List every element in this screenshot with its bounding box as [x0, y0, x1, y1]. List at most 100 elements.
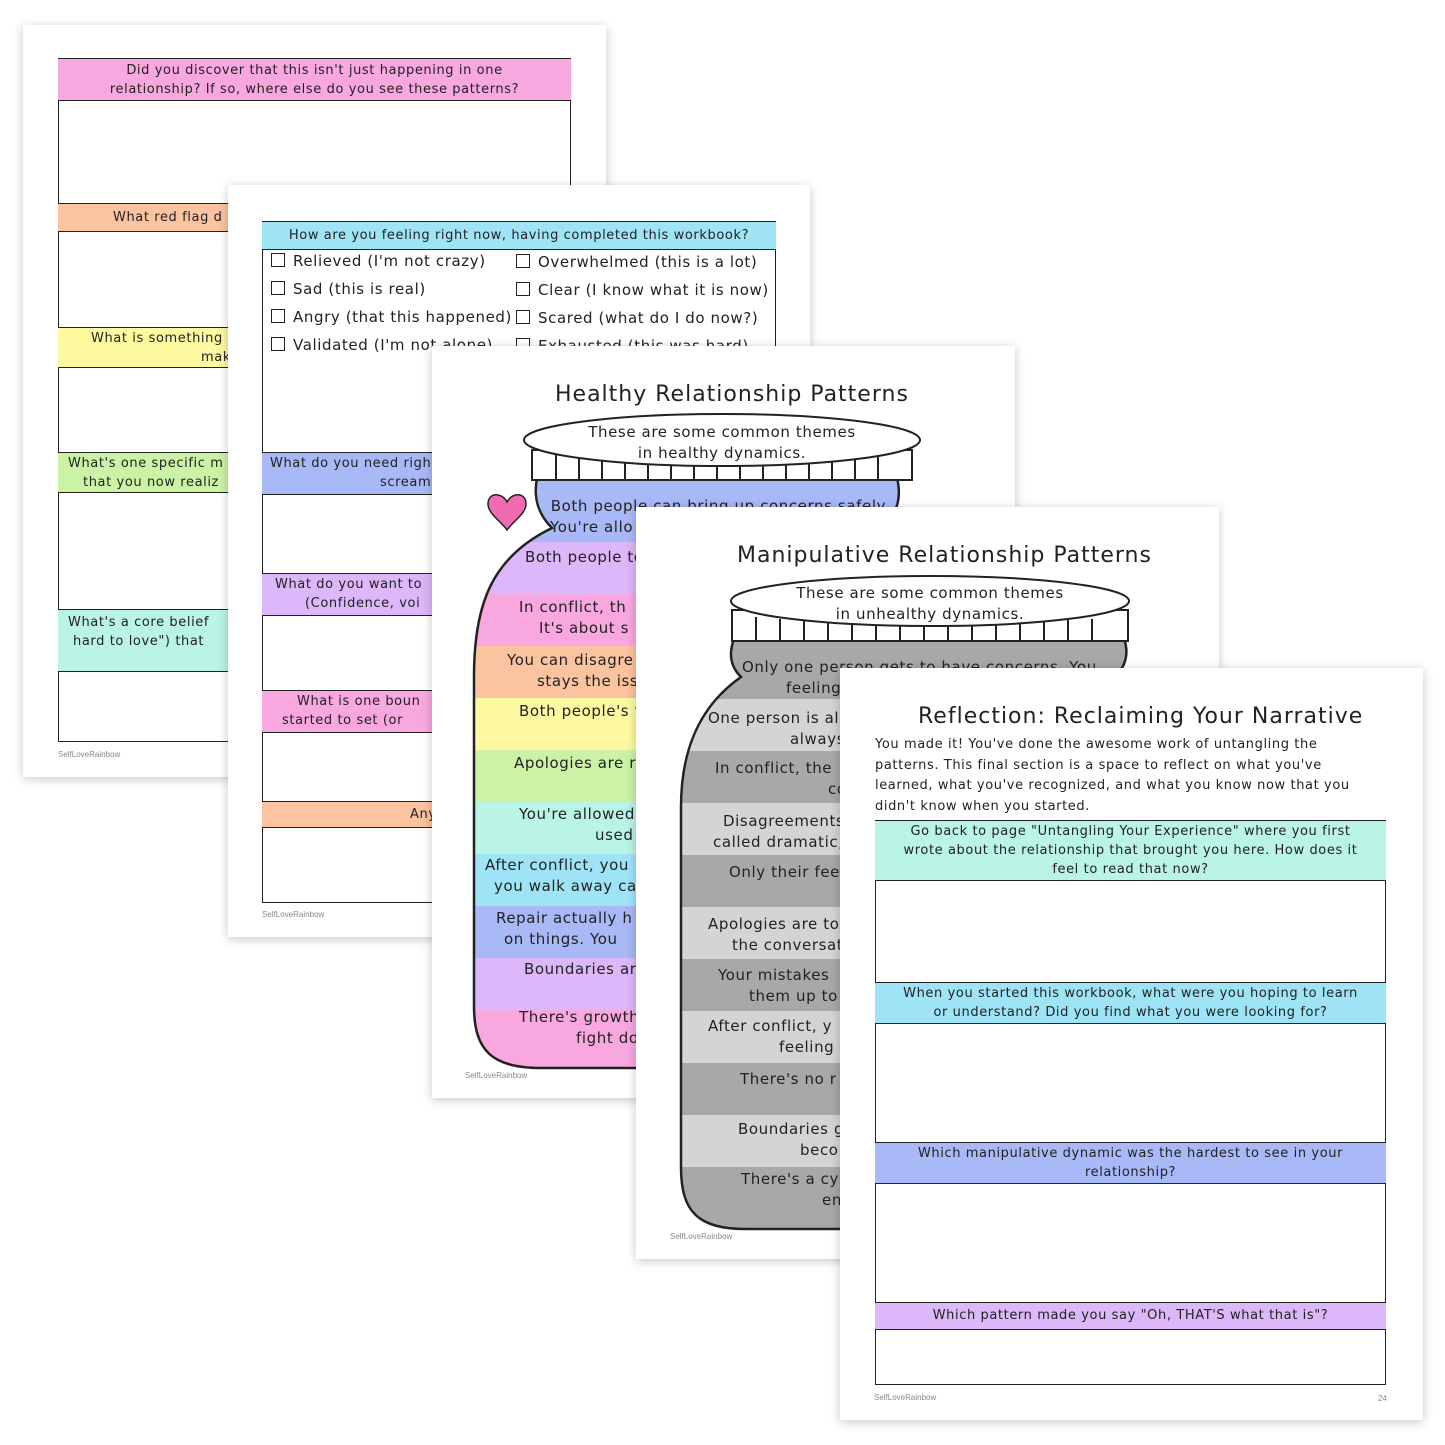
pattern-line: There's a cy [741, 1170, 839, 1188]
checkbox-option[interactable]: Clear (I know what it is now) [516, 280, 769, 301]
pattern-row: Boundaries ar [524, 959, 637, 980]
question-band-pink: Did you discover that this isn't just ha… [58, 58, 571, 101]
footer-brand: SelfLoveRainbow [58, 750, 121, 759]
checkbox[interactable] [271, 309, 285, 323]
pattern-line: Your mistakes [718, 966, 830, 984]
checkbox[interactable] [271, 253, 285, 267]
checkbox-option[interactable]: Sad (this is real) [271, 279, 426, 300]
question-text: What do you need righ [270, 456, 432, 471]
pattern-row: There's growth fight do [519, 1007, 639, 1049]
pattern-line: always [790, 730, 846, 748]
question-text: What red flag d [113, 210, 223, 225]
question-text: Which pattern made you say "Oh, THAT'S w… [932, 1308, 1329, 1323]
intro-line: learned, what you've recognized, and wha… [875, 778, 1350, 793]
footer-brand: SelfLoveRainbow [670, 1232, 733, 1241]
pattern-row: One person is al always [708, 708, 845, 750]
pattern-line: you walk away cal [494, 877, 642, 895]
pattern-line: In conflict, the [715, 759, 833, 777]
pattern-row: Repair actually h on things. You [496, 908, 633, 950]
pattern-row: Disagreements called dramatic, [713, 811, 844, 853]
page-title: Manipulative Relationship Patterns [737, 543, 1152, 568]
pattern-line: There's growth [519, 1008, 640, 1026]
pattern-line: Only their fee [729, 863, 840, 881]
checkbox-option[interactable]: Overwhelmed (this is a lot) [516, 252, 757, 273]
pattern-row: Both people's t [519, 701, 641, 722]
checkbox[interactable] [271, 337, 285, 351]
option-label: Sad (this is real) [293, 280, 426, 298]
footer-brand: SelfLoveRainbow [262, 910, 325, 919]
question-text: (Confidence, voi [305, 596, 421, 611]
question-text: Did you discover that this isn't just ha… [109, 63, 520, 97]
intro-line: You made it! You've done the awesome wor… [875, 737, 1318, 752]
question-text: When you started this workbook, what wer… [903, 986, 1358, 1001]
checkbox-option[interactable]: Relieved (I'm not crazy) [271, 251, 486, 272]
pattern-list: Only one person gets to have concerns. Y… [636, 507, 1219, 1259]
pattern-line: fight do [576, 1029, 639, 1047]
answer-area[interactable] [877, 1331, 1384, 1383]
jar-lid-text: These are some common themes in healthy … [522, 422, 922, 464]
option-label: Scared (what do I do now?) [538, 309, 759, 327]
pattern-line: used [595, 826, 634, 844]
heart-icon [487, 494, 527, 532]
question-text: Go back to page "Untangling Your Experie… [910, 824, 1351, 839]
pattern-line: In conflict, th [519, 598, 627, 616]
pattern-line: on things. You [504, 930, 618, 948]
checkbox-option[interactable]: Scared (what do I do now?) [516, 308, 758, 329]
question-band-sky: When you started this workbook, what wer… [875, 982, 1386, 1024]
option-label: Angry (that this happened) [293, 308, 513, 326]
intro-paragraph: You made it! You've done the awesome wor… [875, 735, 1350, 817]
checkbox[interactable] [271, 281, 285, 295]
page-title: Healthy Relationship Patterns [555, 382, 909, 407]
pattern-line: feeling [786, 679, 842, 697]
pattern-line: One person is al [708, 709, 840, 727]
answer-area[interactable] [877, 882, 1384, 982]
pattern-line: feeling [779, 1038, 835, 1056]
pattern-row: There's a cy en [741, 1169, 842, 1211]
answer-area[interactable] [877, 1185, 1384, 1302]
option-label: Relieved (I'm not crazy) [293, 252, 486, 270]
question-text: What's one specific m [68, 456, 224, 471]
pattern-list: Both people can bring up concerns safely… [432, 346, 1015, 1098]
pattern-line: You're allowed [519, 805, 635, 823]
question-text: hard to love") that [73, 634, 205, 649]
pattern-line: There's no r [740, 1070, 837, 1088]
checkbox[interactable] [516, 254, 530, 268]
answer-area[interactable] [877, 1025, 1384, 1142]
question-text: mak [201, 350, 231, 365]
pattern-line: After conflict, y [708, 1017, 833, 1035]
question-text: What do you want to [275, 577, 423, 592]
question-text: scream [380, 475, 432, 490]
option-label: Overwhelmed (this is a lot) [538, 253, 758, 271]
pattern-line: Apologies are too [708, 915, 850, 933]
checkbox[interactable] [516, 282, 530, 296]
pattern-line: It's about s [539, 619, 630, 637]
pattern-row: You're allowed used [519, 804, 635, 846]
checkbox[interactable] [516, 310, 530, 324]
pattern-line: Both people's t [519, 702, 642, 720]
footer-brand: SelfLoveRainbow [465, 1071, 528, 1080]
pattern-line: Boundaries g [738, 1120, 845, 1138]
pattern-line: You're allo [550, 518, 634, 536]
pattern-row: Apologies are re [514, 753, 646, 774]
header-band-sky: How are you feeling right now, having co… [262, 221, 776, 250]
pattern-line: Disagreements [723, 812, 845, 830]
pattern-line: called dramatic, [713, 833, 844, 851]
pattern-row: Only their fee [729, 862, 840, 883]
pattern-row: Apologies are too the conversat [708, 914, 849, 956]
intro-line: didn't know when you started. [875, 798, 1090, 814]
pattern-line: Both people to [525, 548, 644, 566]
lid-line: These are some common themes [796, 584, 1064, 602]
pattern-line: en [822, 1191, 842, 1209]
pattern-line: Boundaries ar [524, 960, 637, 978]
pattern-line: Repair actually h [496, 909, 633, 927]
pattern-line: stays the iss [537, 672, 639, 690]
pattern-line: Apologies are re [514, 754, 646, 772]
lid-line: in healthy dynamics. [637, 444, 807, 462]
pattern-row: After conflict, y feeling [708, 1016, 834, 1058]
checkbox-option[interactable]: Angry (that this happened) [271, 307, 512, 328]
checklist-header: How are you feeling right now, having co… [288, 228, 750, 243]
pattern-line: the conversat [732, 936, 844, 954]
lid-line: in unhealthy dynamics. [835, 605, 1025, 623]
